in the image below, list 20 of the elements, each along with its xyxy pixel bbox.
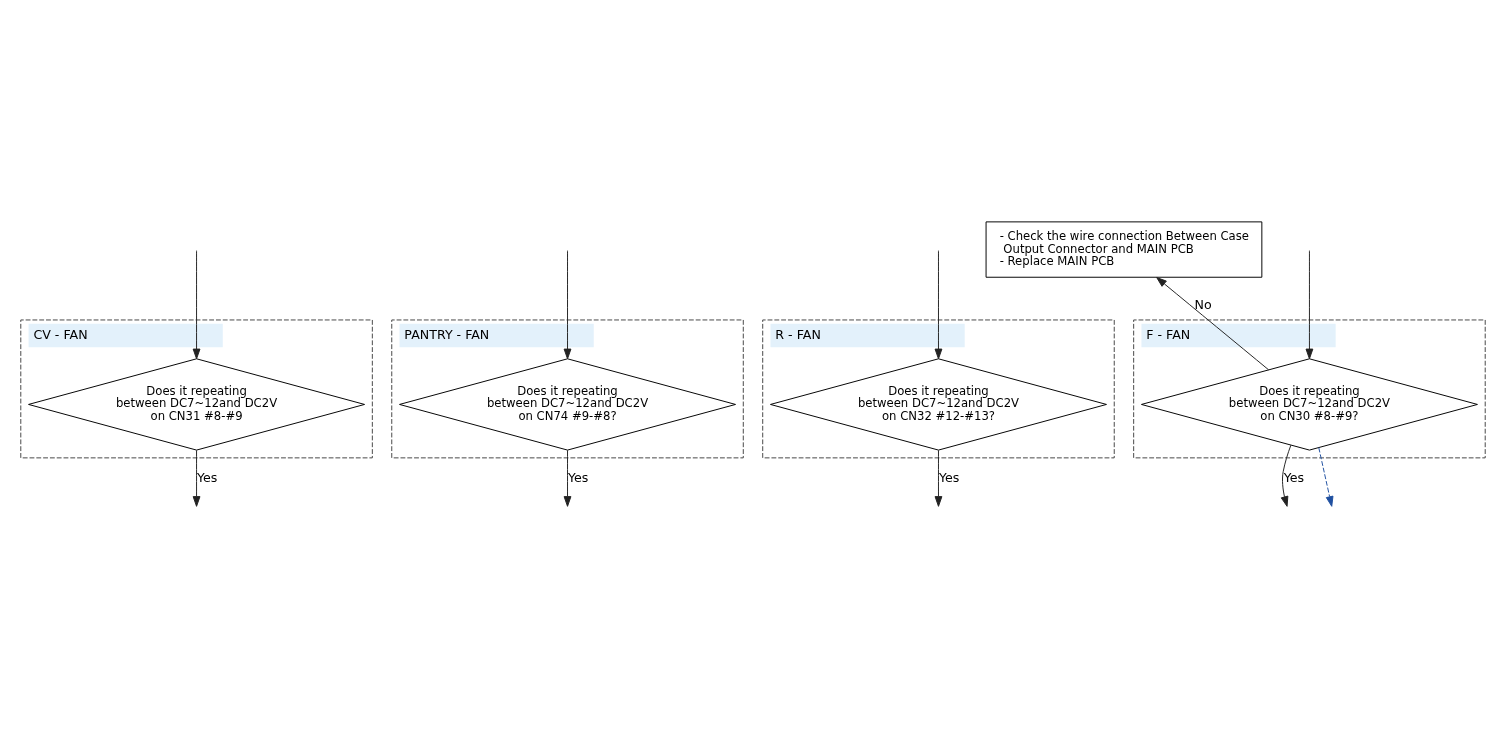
node-diamond: Does it repeating between DC7~12and DC2V on CN32 #12-#13? bbox=[770, 358, 1107, 451]
edge-label: Yes bbox=[568, 469, 589, 485]
arrow bbox=[1280, 444, 1292, 507]
node-diamond: Does it repeating between DC7~12and DC2V on CN30 #8-#9? bbox=[1140, 358, 1478, 451]
edge-label: Yes bbox=[938, 469, 960, 485]
arrow bbox=[563, 250, 572, 360]
arrow bbox=[563, 449, 572, 507]
node-diamond: Does it repeating between DC7~12and DC2V on CN74 #9-#8? bbox=[399, 358, 736, 451]
node-diamond: Does it repeating between DC7~12and DC2V on CN31 #8-#9 bbox=[28, 358, 366, 451]
arrow bbox=[1318, 447, 1334, 507]
arrow bbox=[1156, 277, 1270, 371]
arrow bbox=[192, 449, 201, 507]
arrow bbox=[934, 449, 943, 507]
node-box: - Check the wire connection Between Case Output Connector and MAIN PCB - Replace MAIN PCB bbox=[985, 221, 1263, 278]
arrow bbox=[934, 250, 943, 360]
edge-label: Yes bbox=[1283, 469, 1305, 485]
arrow bbox=[1305, 250, 1314, 360]
edge-label: No bbox=[1194, 296, 1212, 312]
edge-label: Yes bbox=[197, 469, 218, 485]
arrow bbox=[192, 250, 201, 360]
